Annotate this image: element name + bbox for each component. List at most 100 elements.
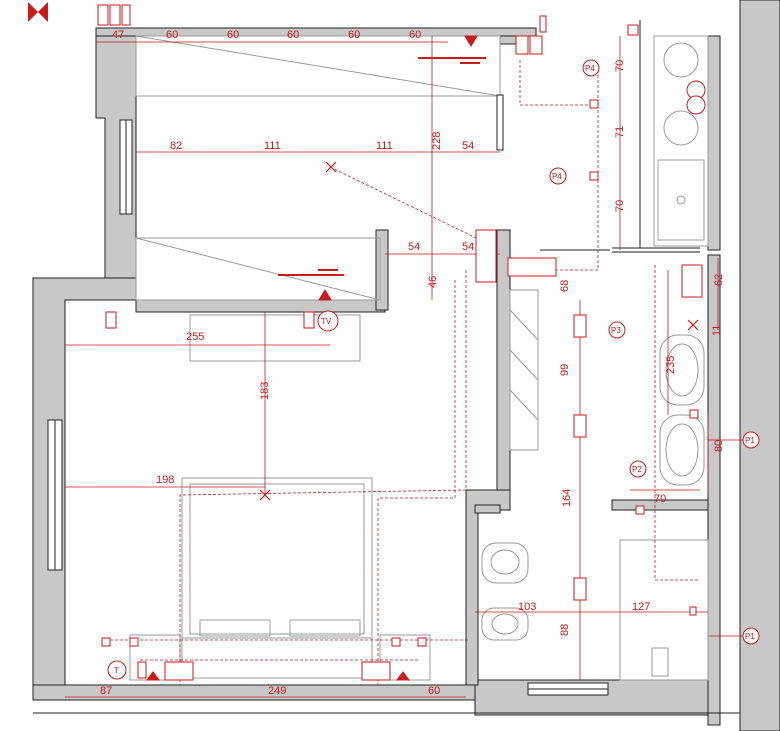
- dim-top-60e: 60: [409, 29, 421, 41]
- dim-60-bottom: 60: [428, 685, 440, 697]
- tag-p2-label: P2: [632, 465, 642, 474]
- socket-icon: [529, 35, 543, 55]
- socket-icon: [101, 637, 111, 647]
- socket-icon: [681, 264, 703, 298]
- wall-top-right: [499, 35, 519, 45]
- dim-111a: 111: [264, 140, 281, 152]
- light-point-icon: [325, 161, 337, 173]
- socket-icon: [303, 311, 315, 329]
- tag-p1-upper: [742, 431, 760, 449]
- wall-wardrobe-right: [375, 229, 389, 311]
- dim-11: 11: [711, 325, 723, 336]
- tag-labels: P4 P4 P3 P2 P1 P1 TV T: [114, 64, 755, 675]
- tv-label: TV: [321, 317, 332, 326]
- socket-icon: [97, 4, 109, 26]
- wall-central-lower: [465, 489, 511, 686]
- socket-icon: [589, 171, 599, 181]
- dim-top-60d: 60: [348, 29, 360, 41]
- socket-icon: [573, 577, 587, 601]
- tag-p4-lower: [549, 167, 567, 185]
- socket-icon: [689, 409, 699, 419]
- tag-p1-lower-label: P1: [745, 632, 755, 641]
- dim-103: 103: [518, 601, 536, 613]
- dim-68: 68: [559, 280, 571, 292]
- wall-stub: [474, 504, 501, 514]
- wall-right-edge: [739, 0, 780, 731]
- dim-top-47: 47: [112, 29, 124, 41]
- switch-icon: [146, 35, 486, 681]
- dim-80: 80: [713, 440, 725, 452]
- socket-icon: [635, 505, 645, 515]
- tag-p3-label: P3: [611, 326, 621, 335]
- socket-icon: [589, 99, 599, 109]
- dim-255: 255: [186, 331, 204, 343]
- socket-icon: [164, 661, 194, 681]
- dim-54-mid-b: 54: [462, 241, 474, 253]
- dim-62: 62: [713, 274, 725, 286]
- circuit-lines: [105, 60, 700, 685]
- socket-icon: [627, 24, 639, 36]
- socket-icon: [391, 637, 401, 647]
- socket-icon: [507, 257, 557, 277]
- dim-127: 127: [632, 601, 650, 613]
- socket-icon: [121, 4, 131, 26]
- north-marker-icon: [28, 2, 48, 22]
- dimension-lines: [65, 36, 745, 698]
- socket-icon: [573, 314, 587, 338]
- tag-p4-upper: [582, 59, 600, 77]
- light-point-icon: [687, 319, 699, 331]
- dim-70-lower: 70: [614, 200, 626, 212]
- tag-p1-lower: [742, 627, 760, 645]
- wall-wardrobe-bottom: [135, 299, 386, 313]
- dim-228: 228: [431, 132, 443, 150]
- windows: [47, 119, 609, 696]
- dim-87: 87: [100, 685, 112, 697]
- dim-88: 88: [559, 624, 571, 636]
- socket-icon: [689, 606, 697, 616]
- dim-99: 99: [559, 364, 571, 376]
- dim-164: 164: [561, 489, 573, 507]
- tags: [107, 59, 760, 680]
- socket-icon: [109, 4, 121, 26]
- socket-icon: [573, 414, 587, 438]
- tag-p4-upper-label: P4: [585, 64, 595, 73]
- dim-70-upper: 70: [614, 60, 626, 72]
- dim-54-mid-a: 54: [408, 241, 420, 253]
- wall-right-top: [707, 35, 721, 251]
- socket-icon: [105, 311, 117, 329]
- dim-235: 235: [665, 356, 677, 374]
- socket-icon: [361, 661, 391, 681]
- furniture: [129, 20, 709, 681]
- dim-82: 82: [170, 140, 182, 152]
- walls: [32, 0, 780, 731]
- dim-249: 249: [268, 685, 286, 697]
- dim-70-bath: 70: [654, 493, 666, 505]
- dim-46: 46: [427, 276, 439, 288]
- dim-top-60a: 60: [166, 29, 178, 41]
- dimension-labels: 47 60 60 60 60 60 82 111 111 54 228 54 5…: [100, 29, 725, 697]
- thermostat-label: T: [114, 666, 119, 675]
- tag-p3: [608, 321, 626, 339]
- tag-p2: [629, 460, 647, 478]
- dim-183: 183: [259, 382, 271, 400]
- socket-icon: [129, 637, 139, 647]
- dim-198: 198: [156, 474, 174, 486]
- wall-top: [95, 27, 537, 37]
- tag-p4-lower-label: P4: [552, 172, 562, 181]
- dim-71: 71: [614, 126, 626, 138]
- tag-p1-upper-label: P1: [745, 436, 755, 445]
- socket-icon: [475, 229, 497, 283]
- socket-icon: [417, 637, 427, 647]
- dim-111b: 111: [376, 140, 393, 152]
- socket-icon: [539, 15, 547, 33]
- sockets: [97, 4, 706, 681]
- dim-top-60b: 60: [227, 29, 239, 41]
- dim-54-upper: 54: [462, 140, 474, 152]
- tv-outlet-icon: [317, 310, 339, 332]
- thermostat-icon: [107, 660, 127, 680]
- dim-top-60c: 60: [287, 29, 299, 41]
- socket-icon: [137, 661, 147, 679]
- socket-icon: [515, 35, 529, 55]
- socket-icon: [686, 95, 706, 115]
